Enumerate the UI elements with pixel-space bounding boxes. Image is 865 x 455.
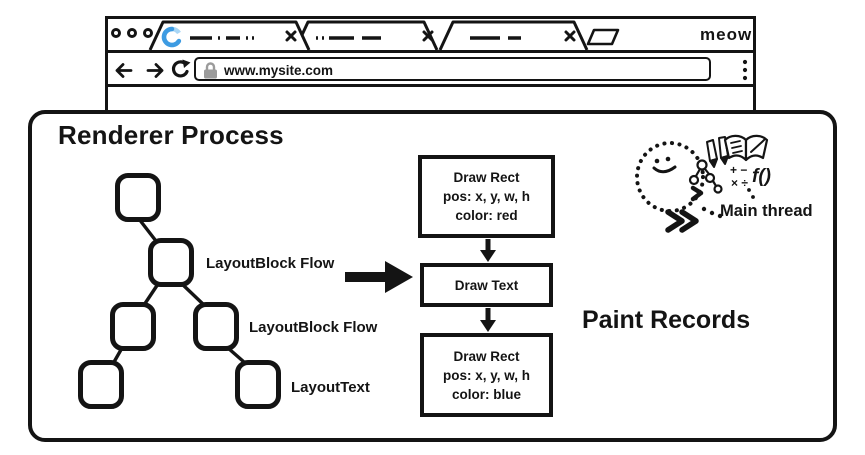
reload-icon[interactable] (171, 59, 191, 79)
double-chevron-icon (665, 209, 699, 233)
browser-window: meow www.mysite.com (105, 16, 756, 112)
tab-1[interactable] (148, 20, 311, 51)
tree-label: LayoutBlock Flow (249, 319, 378, 336)
main-thread-character-icon: + − × ÷ f() (635, 134, 771, 233)
window-control-icon[interactable] (127, 28, 137, 38)
function-icon: f() (752, 166, 771, 187)
smiley-face-icon (652, 156, 677, 174)
tab-close-icon[interactable] (564, 30, 576, 42)
main-thread-label: Main thread (720, 202, 813, 220)
layout-node (148, 238, 194, 287)
book-icon (723, 134, 769, 162)
loading-spinner-icon (161, 26, 183, 48)
math-symbols-icon: + − (730, 163, 747, 177)
chevron-icon (690, 185, 704, 202)
menu-kebab-icon[interactable] (742, 59, 748, 81)
layout-node (193, 302, 239, 351)
forward-icon[interactable] (145, 63, 165, 78)
new-tab-button[interactable] (586, 28, 620, 46)
dom-tree-doodle-icon (688, 159, 723, 194)
paint-record-line: color: red (455, 208, 518, 223)
arrow-down-icon (480, 239, 496, 262)
arrow-down-icon (480, 308, 496, 332)
arrow-right-icon (345, 261, 413, 293)
paint-record-box: Draw Rect pos: x, y, w, h color: red (418, 155, 555, 238)
back-icon[interactable] (114, 63, 134, 78)
paint-record-line: pos: x, y, w, h (442, 367, 530, 383)
paint-records-heading: Paint Records (582, 306, 751, 334)
layout-node (115, 173, 161, 222)
tree-label: LayoutText (291, 379, 370, 396)
paint-record-box: Draw Text (420, 263, 553, 307)
lock-icon (204, 62, 217, 79)
paint-record-box: Draw Rect pos: x, y, w, h color: blue (420, 333, 553, 417)
browser-toolbar: www.mysite.com (108, 53, 753, 87)
paint-record-line: color: blue (451, 386, 521, 402)
tab-close-icon[interactable] (285, 30, 297, 42)
paint-record-line: Draw Rect (453, 348, 520, 364)
renderer-process-panel: Renderer Process LayoutBlock Flow Layout… (28, 110, 837, 442)
tab-close-icon[interactable] (422, 30, 434, 42)
layout-node (235, 360, 281, 409)
brand-text: meow (700, 25, 753, 44)
url-text: www.mysite.com (224, 63, 334, 78)
window-control-icon[interactable] (143, 28, 153, 38)
tab-2[interactable] (293, 20, 439, 51)
tree-label: LayoutBlock Flow (206, 255, 335, 272)
paint-record-line: pos: x, y, w, h (442, 189, 530, 204)
paint-record-line: Draw Rect (453, 170, 520, 185)
window-control-icon[interactable] (111, 28, 121, 38)
paint-record-line: Draw Text (454, 277, 519, 293)
tab-strip: meow (108, 19, 753, 53)
tab-3[interactable] (438, 20, 589, 51)
panel-title: Renderer Process (58, 120, 284, 150)
layout-node (78, 360, 124, 409)
tabs-graphic (148, 20, 620, 51)
math-symbols-icon: × ÷ (731, 176, 748, 190)
layout-node (110, 302, 156, 351)
url-field[interactable]: www.mysite.com (194, 57, 711, 81)
